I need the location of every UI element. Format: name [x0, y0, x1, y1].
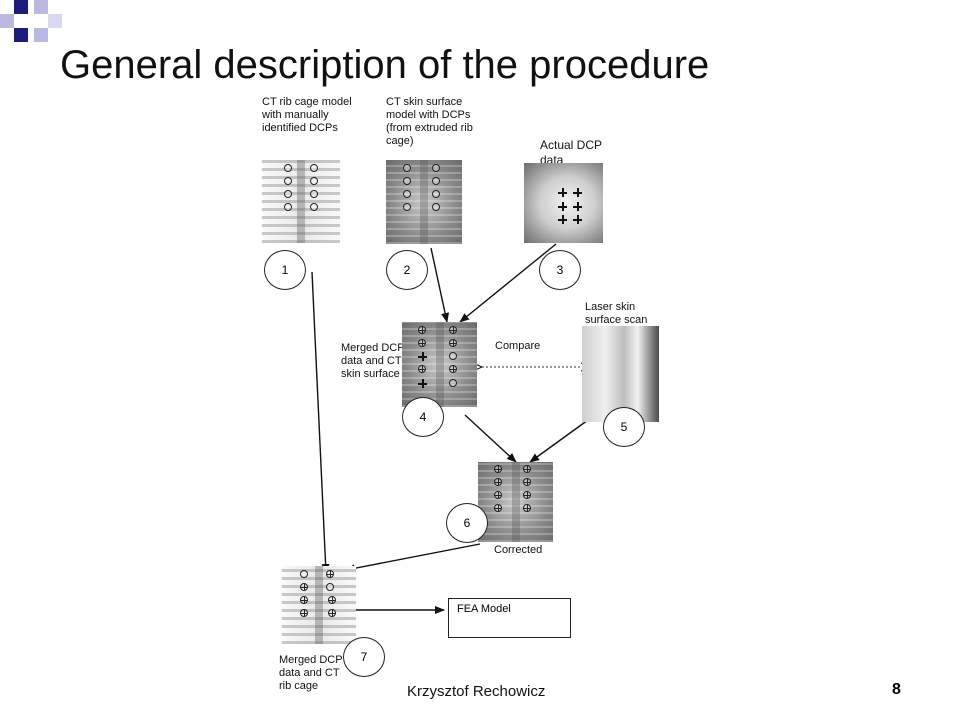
deco-square: [0, 14, 14, 28]
dcp-marker: [432, 164, 440, 172]
label-ct-rib-cage: CT rib cage model with manually identifi…: [262, 96, 352, 134]
label-corrected: Corrected: [494, 544, 543, 556]
dcp-plus-marker: [418, 352, 427, 361]
dcp-marker: [310, 164, 318, 172]
deco-square: [14, 28, 28, 42]
dcp-marker: [432, 177, 440, 185]
deco-square: [34, 0, 48, 14]
step-circle-2: 2: [386, 250, 428, 290]
dcp-marker: [494, 478, 502, 486]
dcp-marker: [523, 465, 531, 473]
label-ct-skin-surface: CT skin surface model with DCPs (from ex…: [386, 96, 473, 147]
dcp-marker: [523, 491, 531, 499]
dcp-marker: [418, 339, 426, 347]
spine-shadow: [511, 462, 520, 542]
dcp-plus-marker: [418, 379, 427, 388]
corrected-image: [478, 462, 553, 542]
dcp-marker: [310, 203, 318, 211]
deco-square: [14, 0, 28, 14]
dcp-marker: [284, 177, 292, 185]
fea-model-box: FEA Model: [448, 598, 571, 638]
dcp-plus-marker: [573, 202, 582, 211]
spine-shadow: [297, 160, 305, 243]
label-merged-rib: Merged DCP data and CT rib cage: [279, 654, 343, 692]
step-circle-6: 6: [446, 503, 488, 543]
dcp-marker: [328, 596, 336, 604]
dcp-marker: [449, 379, 457, 387]
dcp-plus-marker: [558, 188, 567, 197]
dcp-marker: [523, 478, 531, 486]
spine-shadow: [420, 160, 428, 244]
step-circle-3: 3: [539, 250, 581, 290]
deco-square: [48, 14, 62, 28]
footer-author: Krzysztof Rechowicz: [407, 683, 546, 700]
dcp-marker: [449, 339, 457, 347]
dcp-marker: [326, 583, 334, 591]
dcp-plus-marker: [573, 215, 582, 224]
arrow-4-to-6: [464, 414, 517, 463]
actual-dcp-photo: [524, 163, 603, 243]
dcp-marker: [418, 365, 426, 373]
dcp-marker: [284, 164, 292, 172]
slide-title: General description of the procedure: [60, 43, 710, 87]
dcp-marker: [494, 504, 502, 512]
dcp-marker: [328, 609, 336, 617]
step-circle-1: 1: [264, 250, 306, 290]
dcp-plus-marker: [558, 202, 567, 211]
step-circle-5: 5: [603, 407, 645, 447]
dcp-marker: [432, 190, 440, 198]
dcp-marker: [403, 190, 411, 198]
dcp-marker: [418, 326, 426, 334]
merged-rib-image: [282, 566, 356, 644]
dcp-marker: [403, 164, 411, 172]
dcp-marker: [300, 596, 308, 604]
arrow-6-to-7: [345, 543, 481, 573]
dcp-plus-marker: [558, 215, 567, 224]
label-merged-skin: Merged DCP data and CT skin surface: [341, 342, 405, 380]
merged-skin-image: [402, 322, 477, 407]
spine-shadow: [315, 566, 323, 644]
dcp-marker: [300, 583, 308, 591]
ct-rib-cage-image: [262, 160, 340, 243]
arrow-5-to-6: [529, 419, 589, 463]
dcp-marker: [432, 203, 440, 211]
page-number: 8: [892, 681, 901, 698]
dcp-marker: [403, 203, 411, 211]
label-compare: Compare: [495, 340, 541, 352]
dcp-marker: [310, 177, 318, 185]
ct-skin-surface-image: [386, 160, 462, 244]
dcp-marker: [523, 504, 531, 512]
dcp-marker: [326, 570, 334, 578]
dcp-marker: [449, 365, 457, 373]
dcp-marker: [300, 609, 308, 617]
dcp-marker: [494, 465, 502, 473]
fea-model-label: FEA Model: [457, 603, 511, 615]
step-circle-4: 4: [402, 397, 444, 437]
arrow-2-to-4: [430, 247, 450, 323]
label-laser-scan: Laser skin surface scan: [585, 301, 648, 326]
arrow-3-to-4: [459, 243, 557, 323]
dcp-marker: [494, 491, 502, 499]
laser-scan-image: [582, 326, 659, 422]
spine-shadow: [435, 322, 444, 407]
dcp-marker: [300, 570, 308, 578]
dcp-marker: [284, 203, 292, 211]
arrow-1-to-7: [311, 271, 330, 574]
dcp-plus-marker: [573, 188, 582, 197]
step-circle-7: 7: [343, 637, 385, 677]
dcp-marker: [310, 190, 318, 198]
dcp-marker: [449, 352, 457, 360]
dcp-marker: [284, 190, 292, 198]
dcp-marker: [403, 177, 411, 185]
deco-square: [34, 28, 48, 42]
dcp-marker: [449, 326, 457, 334]
